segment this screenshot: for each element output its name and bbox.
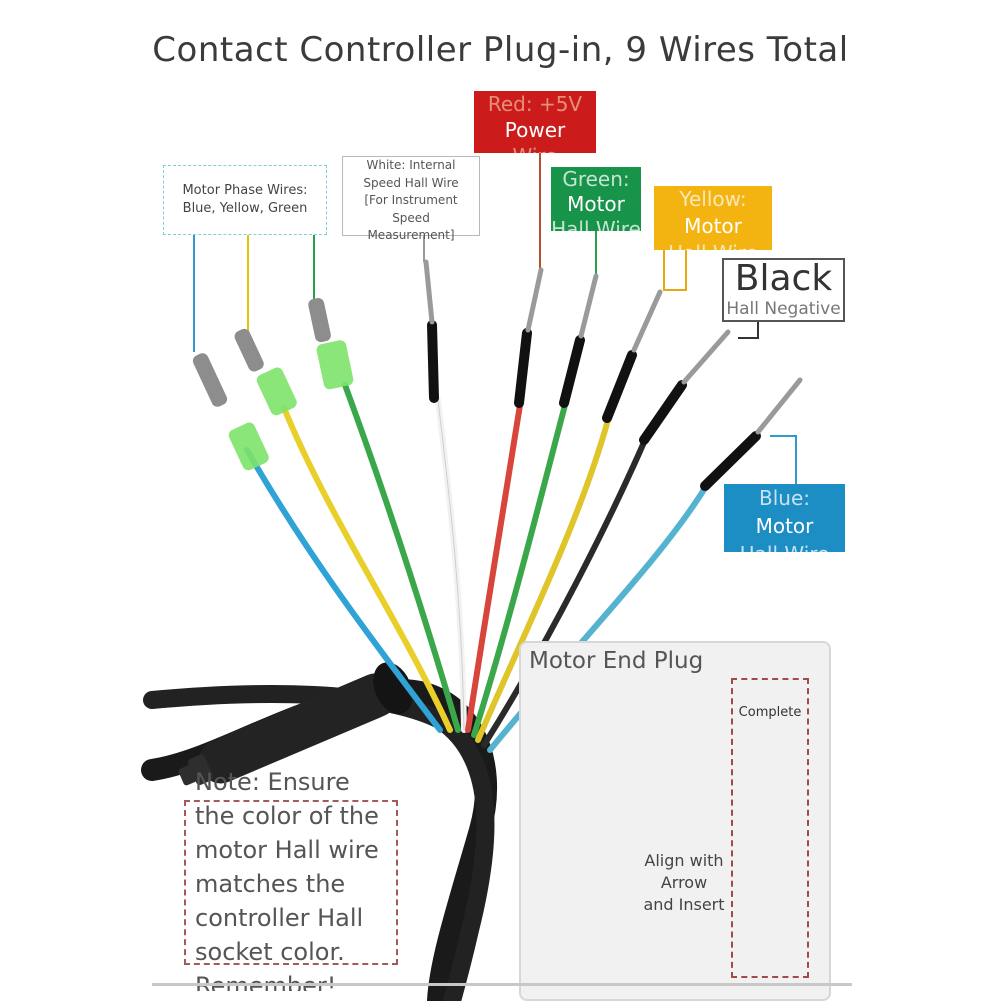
motor-end-plug-panel [519, 641, 831, 1001]
blue-leader [770, 435, 797, 484]
bottom-divider [152, 983, 852, 986]
wire-white-outline [437, 399, 465, 731]
green-label-line2: Motor [567, 192, 625, 216]
white-label-line2: Speed Hall Wire [363, 175, 459, 190]
white-label-line4: Speed [392, 210, 430, 225]
note-line6: socket color. [195, 938, 345, 966]
wire-phase-yellow [281, 405, 453, 733]
wire-red [465, 402, 523, 733]
black-label-subtitle: Hall Negative [726, 299, 841, 319]
white-label-line1: White: Internal [366, 158, 456, 172]
note-line2: the color of the [195, 802, 379, 830]
note-line5: controller Hall [195, 904, 364, 932]
yellow-label-line1: Yellow: [679, 187, 747, 211]
blue-wire-label: Blue: Motor Hall Wire [724, 484, 845, 552]
green-label-line1: Green: [562, 167, 630, 191]
leader-lines [193, 153, 797, 484]
align-line2: Arrow [660, 873, 708, 892]
align-instruction: Align with Arrow and Insert [636, 850, 732, 916]
blue-label-line1: Blue: [759, 486, 810, 510]
red-label-line3: Wire [474, 143, 596, 153]
wire-phase-blue [244, 447, 443, 733]
yellow-label-line2: Motor [684, 214, 742, 238]
white-wire-label: White: Internal Speed Hall Wire [For Ins… [342, 156, 480, 242]
metal-terminals [423, 259, 803, 435]
wire-phase-green [342, 382, 461, 733]
phase-connectors [192, 297, 354, 471]
note-line3: motor Hall wire [195, 836, 379, 864]
complete-label: Complete [738, 705, 802, 720]
black-leader [738, 322, 759, 339]
wire-black [481, 437, 648, 748]
green-label-line3: Hall Wire [551, 217, 641, 231]
note-line4: matches the [195, 870, 346, 898]
note-text: Note: Ensure the color of the motor Hall… [195, 765, 405, 991]
motor-end-plug-title: Motor End Plug [529, 648, 704, 674]
black-label-title: Black [734, 258, 833, 299]
yellow-wire-label: Yellow: Motor Hall Wire [654, 186, 772, 250]
note-frame [184, 800, 398, 965]
complete-frame [731, 678, 809, 978]
page-title: Contact Controller Plug-in, 9 Wires Tota… [152, 30, 849, 70]
align-line3: and Insert [643, 895, 725, 914]
black-wire-label: Black Hall Negative [722, 258, 845, 322]
phase-label-line2: Blue, Yellow, Green [182, 201, 308, 216]
cable-connector-body [178, 662, 413, 786]
yellow-leader [663, 250, 687, 291]
wire-yellow [475, 417, 611, 743]
note-line1: Note: Ensure [195, 768, 350, 796]
red-wire-label: Red: +5V Power Wire [474, 91, 596, 153]
phase-label-line1: Motor Phase Wires: [182, 183, 308, 198]
align-line1: Align with [644, 851, 724, 870]
blue-label-line2: Motor [755, 514, 814, 538]
red-label-line1: Red: +5V [487, 92, 583, 116]
white-label-line5: Measurement] [367, 228, 455, 242]
wire-green [471, 402, 568, 738]
heat-shrink-sleeves [427, 320, 761, 491]
red-label-line2: Power [504, 118, 566, 142]
yellow-label-line3: Hall Wire [654, 240, 772, 250]
white-label-line3: [For Instrument [364, 193, 458, 207]
note-line7: Remember! [195, 972, 337, 991]
green-wire-label: Green: Motor Hall Wire [551, 167, 641, 231]
blue-label-line3: Hall Wire [724, 540, 845, 552]
phase-wires-label: Motor Phase Wires: Blue, Yellow, Green [163, 165, 327, 235]
